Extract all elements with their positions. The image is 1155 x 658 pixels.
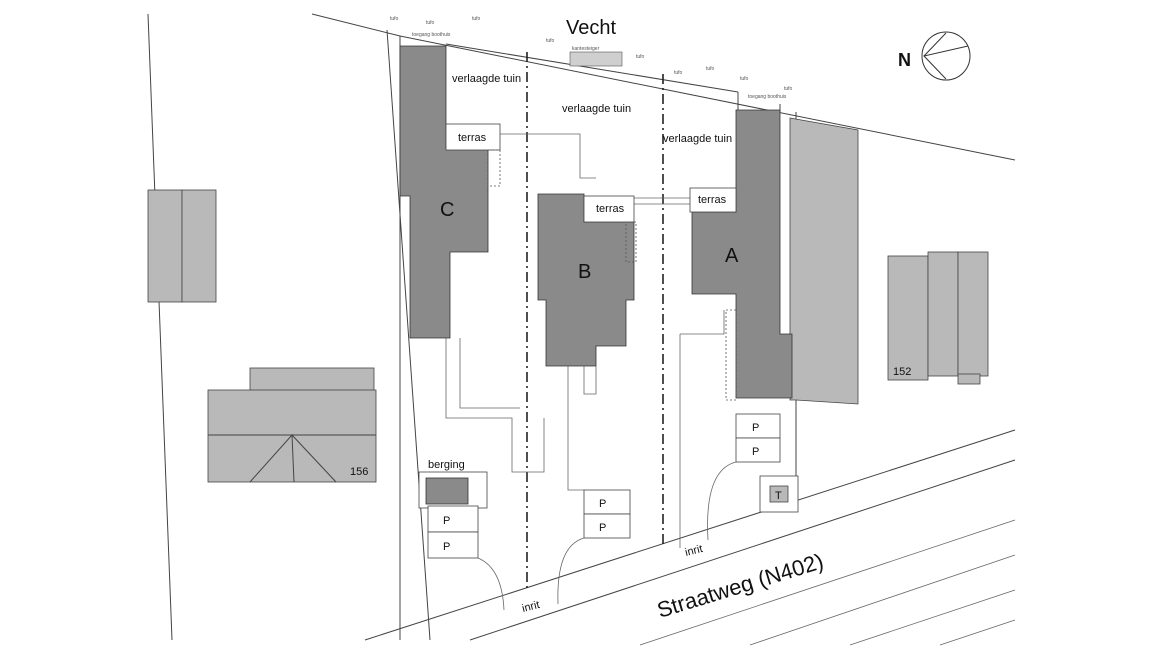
terrace-a-label: terras [698,194,727,206]
pier [569,51,623,67]
terrace-c-box [445,123,501,151]
neighbour-building-left-top [147,189,217,303]
neighbour-number-156: 156 [350,466,368,478]
path-b [567,197,690,491]
parking-c2-box [427,531,479,559]
building-c-label: C [440,199,454,221]
parking-a1-box [735,413,781,439]
north-arrow-icon [921,31,971,81]
terrace-b-box [583,195,635,223]
parking-b2-box [583,513,631,539]
parking-a2-box [735,437,781,463]
parking-a1-label: P [752,422,759,434]
storage-building [425,477,469,505]
north-label: N [898,50,911,70]
parking-c2-label: P [443,541,450,553]
entrance-label-east: inrit [684,543,704,559]
svg-text:tufo: tufo [674,70,683,76]
pier-label: kantesteiger [572,46,600,52]
building-c [399,45,489,339]
transformer-building [769,485,789,503]
terrace-a-box [689,187,737,213]
neighbour-barn-right [789,117,859,405]
neighbour-number-152: 152 [893,366,911,378]
building-a [691,109,793,399]
path-c [445,133,596,473]
steps-a [725,309,737,401]
garden-a-label: verlaagde tuin [663,133,732,145]
steps-b [625,221,637,263]
parking-c1-label: P [443,515,450,527]
drive-b-curve [557,537,585,605]
parking-b1-label: P [599,498,606,510]
parking-c1-box [427,505,479,533]
svg-text:tufo: tufo [390,16,399,22]
boathouse-access-a: toegang boothuis [748,94,787,100]
parking-a2-label: P [752,446,759,458]
drive-c-curve [477,557,505,611]
transformer-label: T [775,490,782,502]
storage-label: berging [428,459,465,471]
steps-c [487,149,501,187]
svg-text:tufo: tufo [426,20,435,26]
entrance-label-west: inrit [521,599,541,615]
road-lines [364,429,1016,646]
terrace-b-label: terras [596,203,625,215]
parking-b1-box [583,489,631,515]
svg-text:tufo: tufo [740,76,749,82]
boathouse-access-c: toegang boothuis [412,32,451,38]
plot-separators [526,52,664,590]
river-label: Vecht [566,17,616,39]
building-b-label: B [578,261,591,283]
svg-text:tufo: tufo [636,54,645,60]
parking-b2-label: P [599,522,606,534]
svg-text:tufo: tufo [546,38,555,44]
svg-text:tufo: tufo [472,16,481,22]
path-a [679,310,725,548]
svg-text:tufo: tufo [706,66,715,72]
svg-text:tufo: tufo [784,86,793,92]
garden-b-label: verlaagde tuin [562,103,631,115]
neighbour-building-156 [207,367,377,483]
terrace-c-label: terras [458,132,487,144]
building-a-label: A [725,245,739,267]
river-tufts: tufo tufo tufo tufo tufo tufo tufo tufo … [390,16,793,92]
drive-a-curve [707,461,737,541]
neighbour-building-152 [887,251,989,385]
garden-c-label: verlaagde tuin [452,73,521,85]
